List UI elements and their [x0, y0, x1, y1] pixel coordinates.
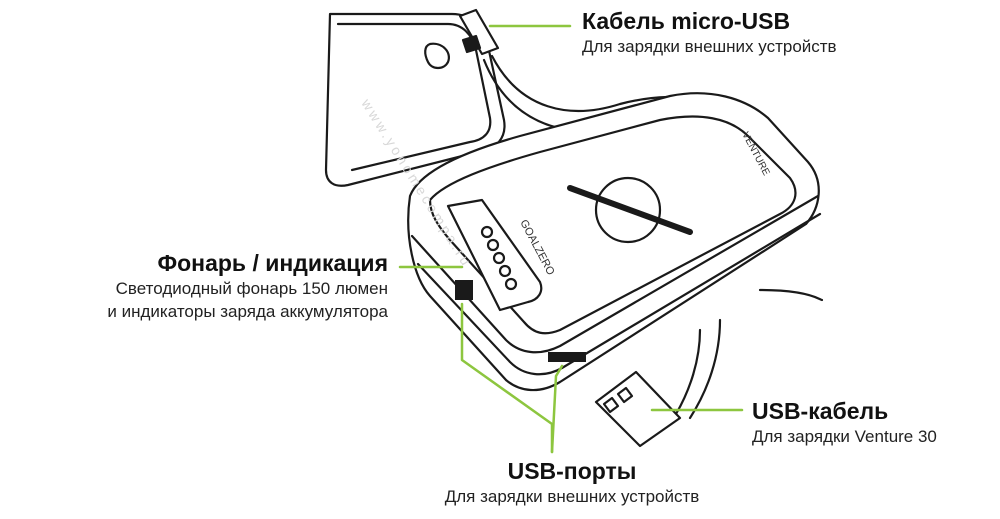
usb-cable-title: USB-кабель	[752, 398, 889, 424]
callout-leader-lines	[398, 24, 744, 454]
usb-cable-description: Для зарядки Venture 30	[752, 427, 937, 446]
flashlight-description-line2: и индикаторы заряда аккумулятора	[107, 302, 388, 321]
leader-usb-port-right	[550, 364, 564, 454]
micro-usb-callout: Кабель micro-USB Для зарядки внешних уст…	[582, 8, 837, 58]
usb-cable-callout: USB-кабель Для зарядки Venture 30	[752, 398, 937, 448]
flashlight-callout: Фонарь / индикация Светодиодный фонарь 1…	[107, 250, 388, 323]
micro-usb-title: Кабель micro-USB	[582, 8, 791, 34]
usb-ports-callout: USB-порты Для зарядки внешних устройств	[392, 458, 752, 508]
power-bank-body	[407, 92, 822, 392]
usb-cable	[594, 288, 824, 448]
flashlight-description-line1: Светодиодный фонарь 150 люмен	[115, 279, 388, 298]
flashlight-title: Фонарь / индикация	[157, 250, 389, 276]
usb-ports-description: Для зарядки внешних устройств	[444, 487, 700, 506]
goalzero-logo-icon	[594, 176, 662, 244]
phone-home-button	[424, 42, 450, 70]
usb-ports-title: USB-порты	[507, 458, 637, 484]
micro-usb-description: Для зарядки внешних устройств	[582, 37, 837, 56]
